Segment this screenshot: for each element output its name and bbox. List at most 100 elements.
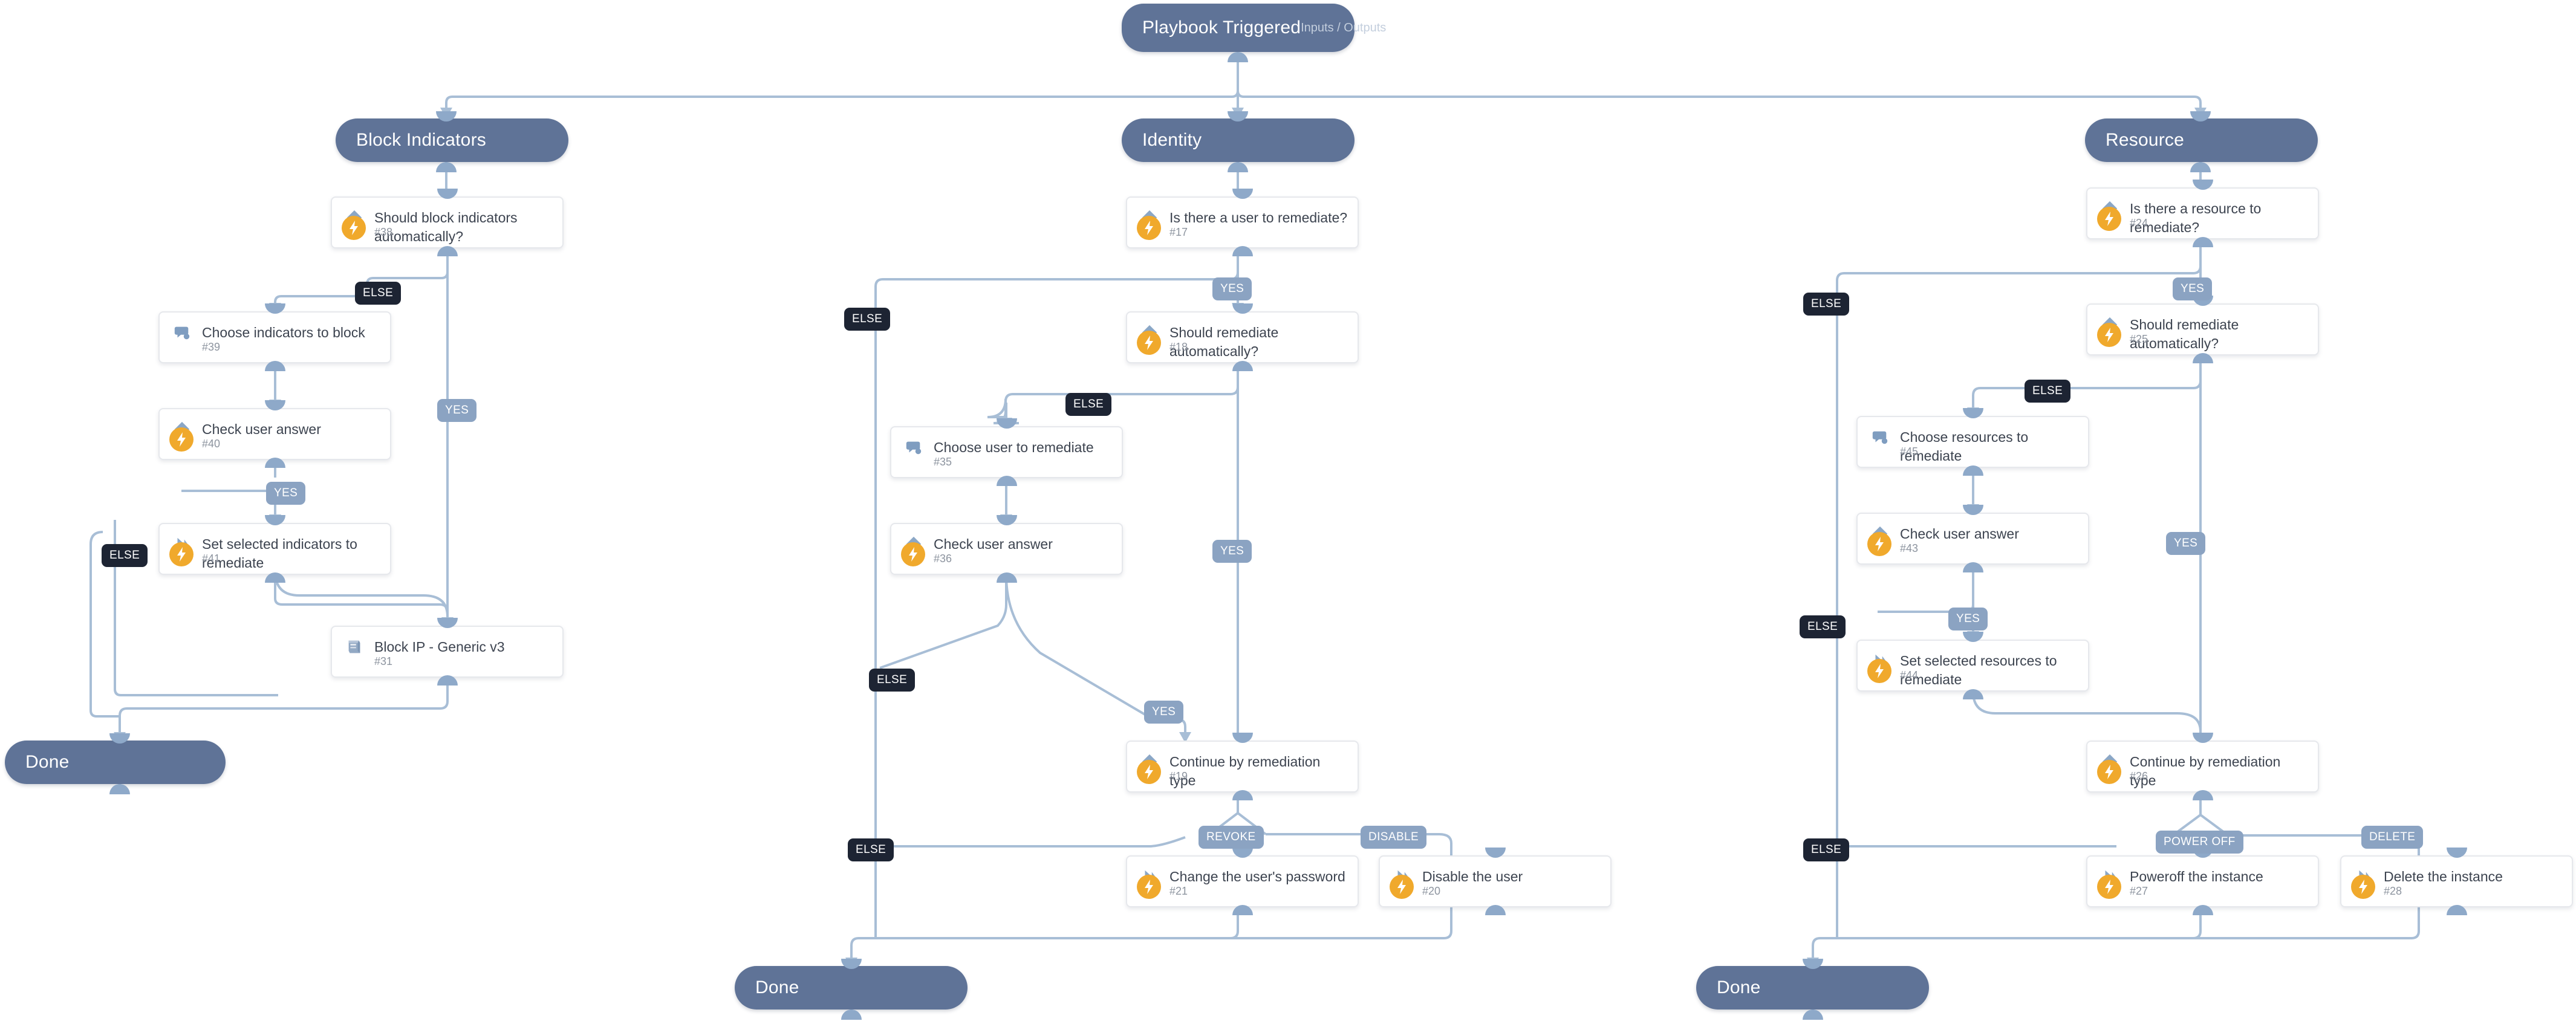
task-card-20[interactable]: Disable the user#20 [1379,855,1612,907]
done-pill-left[interactable]: Done [5,741,226,784]
condition-badge-else[interactable]: ELSE [1800,615,1846,638]
section-in-socket-identity [1228,111,1248,122]
playbook-book-icon [344,637,365,657]
done-pill-middle[interactable]: Done [735,966,968,1010]
automation-bolt-icon [1137,331,1161,355]
task-title: Set selected indicators to remediate [202,536,357,571]
task-out-socket [264,458,285,468]
condition-badge-revoke[interactable]: REVOKE [1199,826,1264,849]
task-in-socket [1962,505,1983,515]
trigger-inputs-outputs-link[interactable]: Inputs / Outputs [1301,21,1387,34]
section-pill-block-indicators[interactable]: Block Indicators [336,118,568,162]
trigger-out-socket [1228,52,1248,62]
task-card-17[interactable]: Is there a user to remediate?#17 [1126,196,1359,248]
task-card-27[interactable]: Poweroff the instance#27 [2086,855,2319,907]
condition-badge-else[interactable]: ELSE [102,544,148,567]
task-title: Should remediate automatically? [1169,325,1279,359]
done-label-right: Done [1717,977,1761,997]
condition-badge-yes[interactable]: YES [1948,608,1988,630]
done-pill-right[interactable]: Done [1696,966,1929,1010]
automation-bolt-icon [1137,875,1161,899]
condition-badge-yes[interactable]: YES [437,399,477,422]
task-title: Choose user to remediate [934,439,1094,455]
task-title: Set selected resources to remediate [1900,653,2057,687]
condition-badge-yes[interactable]: YES [1212,277,1252,300]
task-id: #43 [1900,542,1919,554]
automation-bolt-icon [2097,875,2121,899]
automation-bolt-icon [1137,216,1161,240]
condition-badge-else[interactable]: ELSE [844,308,891,331]
condition-badge-power-off[interactable]: POWER OFF [2156,831,2243,854]
condition-badge-yes[interactable]: YES [1144,701,1184,724]
trigger-label: Playbook Triggered [1142,18,1301,37]
condition-badge-delete[interactable]: DELETE [2361,826,2424,849]
task-card-19[interactable]: Continue by remediation type#19 [1126,741,1359,792]
task-card-35[interactable]: Choose user to remediate#35 [890,426,1123,478]
task-card-26[interactable]: Continue by remediation type#26 [2086,741,2319,792]
task-id: #35 [934,456,952,468]
task-title: Check user answer [202,421,321,437]
condition-badge-yes[interactable]: YES [266,482,306,505]
task-card-18[interactable]: Should remediate automatically?#18 [1126,311,1359,363]
task-in-socket [1232,848,1253,858]
task-card-38[interactable]: Should block indicators automatically?#3… [331,196,564,248]
task-in-socket [437,618,458,628]
automation-bolt-icon [901,542,925,566]
task-id: #38 [374,226,393,238]
task-card-44[interactable]: Set selected resources to remediate#44 [1856,640,2089,692]
section-pill-identity[interactable]: Identity [1122,118,1355,162]
task-out-socket [996,476,1017,486]
task-card-40[interactable]: Check user answer#40 [158,408,391,460]
condition-badge-else[interactable]: ELSE [869,669,916,692]
task-out-socket [1232,246,1253,256]
condition-badge-yes[interactable]: YES [1212,540,1252,563]
task-title: Poweroff the instance [2130,869,2263,884]
task-id: #41 [202,553,221,565]
done-in-socket-right [1803,959,1823,969]
task-out-socket [996,572,1017,583]
task-card-28[interactable]: Delete the instance#28 [2340,855,2573,907]
task-title: Should remediate automatically? [2130,317,2239,351]
task-id: #45 [1900,446,1919,458]
task-id: #19 [1169,770,1188,782]
task-title: Choose indicators to block [202,325,365,340]
task-out-socket [2192,905,2213,915]
condition-badge-else[interactable]: ELSE [848,838,894,861]
trigger-pill[interactable]: Playbook Triggered Inputs / Outputs [1122,4,1386,52]
condition-badge-yes[interactable]: YES [2166,532,2206,555]
automation-bolt-icon [2097,207,2121,231]
task-card-41[interactable]: Set selected indicators to remediate#41 [158,523,391,575]
task-title: Check user answer [1900,526,2019,542]
condition-badge-disable[interactable]: DISABLE [1361,826,1427,849]
condition-badge-else[interactable]: ELSE [2025,380,2071,403]
task-card-31[interactable]: Block IP - Generic v3#31 [331,626,564,678]
task-card-45[interactable]: Choose resources to remediate#45 [1856,416,2089,468]
task-in-socket [264,303,285,314]
task-id: #18 [1169,341,1188,353]
task-card-21[interactable]: Change the user's password#21 [1126,855,1359,907]
task-out-socket [1962,465,1983,476]
condition-badge-else[interactable]: ELSE [1065,393,1112,416]
section-pill-resource[interactable]: Resource [2085,118,2318,162]
task-card-43[interactable]: Check user answer#43 [1856,513,2089,565]
automation-bolt-icon [2097,323,2121,347]
condition-badge-else[interactable]: ELSE [1803,293,1850,316]
automation-bolt-icon [1867,532,1891,556]
task-in-socket [1232,303,1253,314]
task-title: Continue by remediation type [1169,754,1321,788]
condition-badge-yes[interactable]: YES [2173,277,2213,300]
done-out-socket-right [1803,1010,1823,1020]
condition-badge-else[interactable]: ELSE [1803,838,1850,861]
task-card-39[interactable]: Choose indicators to block#39 [158,311,391,363]
automation-bolt-icon [1867,659,1891,683]
section-out-socket-block-indicators [436,162,457,172]
task-card-25[interactable]: Should remediate automatically?#25 [2086,303,2319,355]
done-label-middle: Done [755,977,799,997]
task-card-24[interactable]: Is there a resource to remediate?#24 [2086,187,2319,239]
task-card-36[interactable]: Check user answer#36 [890,523,1123,575]
task-in-socket [2446,848,2467,858]
condition-badge-else[interactable]: ELSE [355,282,402,305]
task-in-socket [1232,733,1253,743]
task-id: #27 [2130,885,2148,897]
